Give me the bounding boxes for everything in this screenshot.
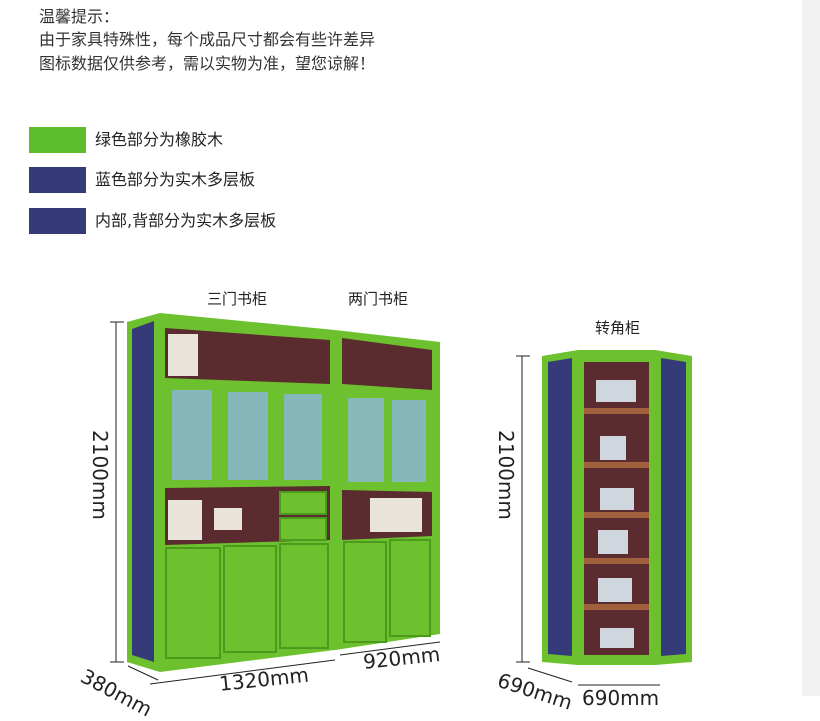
legend-text-interior: 内部,背部分为实木多层板: [95, 211, 277, 230]
legend-swatch-blue: [29, 167, 86, 193]
title-corner: 转角柜: [595, 319, 641, 337]
legend-swatch-interior: [29, 208, 86, 234]
dim-corner-height: 2100mm: [494, 430, 518, 520]
notice-line-1: 由于家具特殊性，每个成品尺寸都会有些许差异: [39, 30, 376, 49]
width-1320-line: [149, 659, 336, 685]
dim-main-height: 2100mm: [88, 430, 112, 520]
legend-swatch-green: [29, 127, 86, 153]
dim-corner-width: 690mm: [582, 686, 660, 710]
notice-line-2: 图标数据仅供参考，需以实物为准，望您谅解！: [39, 54, 376, 73]
legend-text-blue: 蓝色部分为实木多层板: [95, 170, 256, 189]
corner-cabinet: [542, 350, 692, 665]
three-door-bookcase: [127, 313, 335, 672]
right-edge-strip: [802, 0, 820, 696]
title-three-door: 三门书柜: [207, 290, 268, 308]
width-920-line: [339, 641, 441, 656]
two-door-bookcase: [335, 330, 440, 650]
notice-title: 温馨提示：: [39, 7, 120, 26]
furniture-illustration: [110, 313, 692, 686]
title-two-door: 两门书柜: [348, 290, 409, 308]
legend-text-green: 绿色部分为橡胶木: [95, 130, 224, 149]
